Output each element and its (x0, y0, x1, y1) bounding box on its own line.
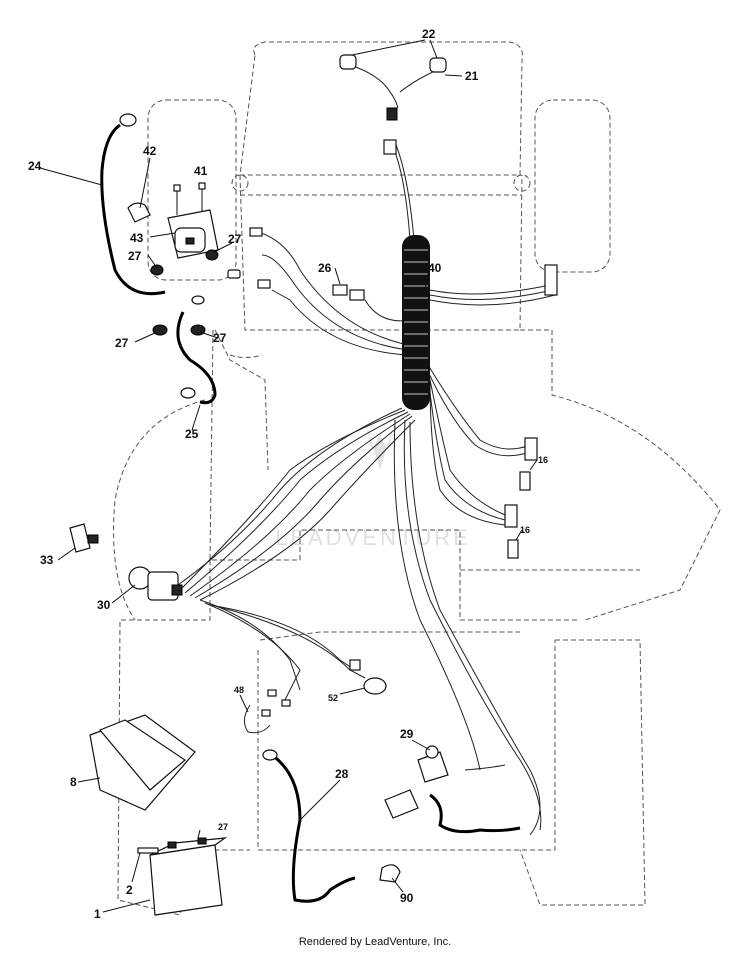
callout-16-b: 16 (520, 525, 530, 535)
cable-25 (176, 311, 217, 405)
callout-25: 25 (185, 427, 199, 441)
plug-48 (244, 689, 291, 734)
footer-credit: Rendered by LeadVenture, Inc. (298, 936, 452, 948)
callout-52: 52 (328, 693, 338, 703)
key-33 (69, 523, 99, 553)
headlights-22 (339, 54, 447, 155)
callout-16-a: 16 (538, 455, 548, 465)
callout-22: 22 (422, 27, 436, 41)
solenoid-43 (127, 182, 219, 259)
callout-1: 1 (94, 907, 101, 921)
callout-24: 24 (28, 159, 42, 173)
battery-1 (137, 837, 228, 916)
connectors-26 (249, 227, 558, 301)
callout-27-b: 27 (228, 232, 242, 246)
callout-27-d: 27 (213, 331, 227, 345)
callout-27-e: 27 (218, 822, 228, 832)
cable-28 (262, 749, 356, 903)
callout-40: 40 (428, 261, 442, 275)
battery-box-8 (89, 714, 196, 811)
callout-41: 41 (194, 164, 208, 178)
cable-24 (100, 113, 166, 296)
tractor-outline (113, 41, 721, 916)
callout-43: 43 (130, 231, 144, 245)
callout-42: 42 (143, 144, 157, 158)
callout-90: 90 (400, 891, 414, 905)
harness-wires (177, 64, 556, 836)
callout-21: 21 (465, 69, 479, 83)
switch-29 (384, 745, 521, 834)
connector-52 (349, 659, 387, 695)
wire-loom-40 (402, 235, 430, 410)
callout-8: 8 (70, 775, 77, 789)
boot-90 (379, 864, 401, 883)
callout-labels: 22 21 24 42 41 43 27 27 26 40 27 27 25 1… (28, 27, 548, 921)
callout-27-a: 27 (128, 249, 142, 263)
callout-30: 30 (97, 598, 111, 612)
nuts-27 (150, 249, 241, 336)
watermark: LEADVENTURE (275, 420, 471, 550)
callout-48: 48 (234, 685, 244, 695)
callout-26: 26 (318, 261, 332, 275)
watermark-text: LEADVENTURE (275, 525, 471, 550)
connectors-16 (504, 437, 538, 559)
callout-29: 29 (400, 727, 414, 741)
callout-28: 28 (335, 767, 349, 781)
callout-33: 33 (40, 553, 54, 567)
ignition-switch-30 (128, 566, 183, 601)
callout-27-c: 27 (115, 336, 129, 350)
leader-lines (39, 39, 538, 913)
callout-2: 2 (126, 883, 133, 897)
